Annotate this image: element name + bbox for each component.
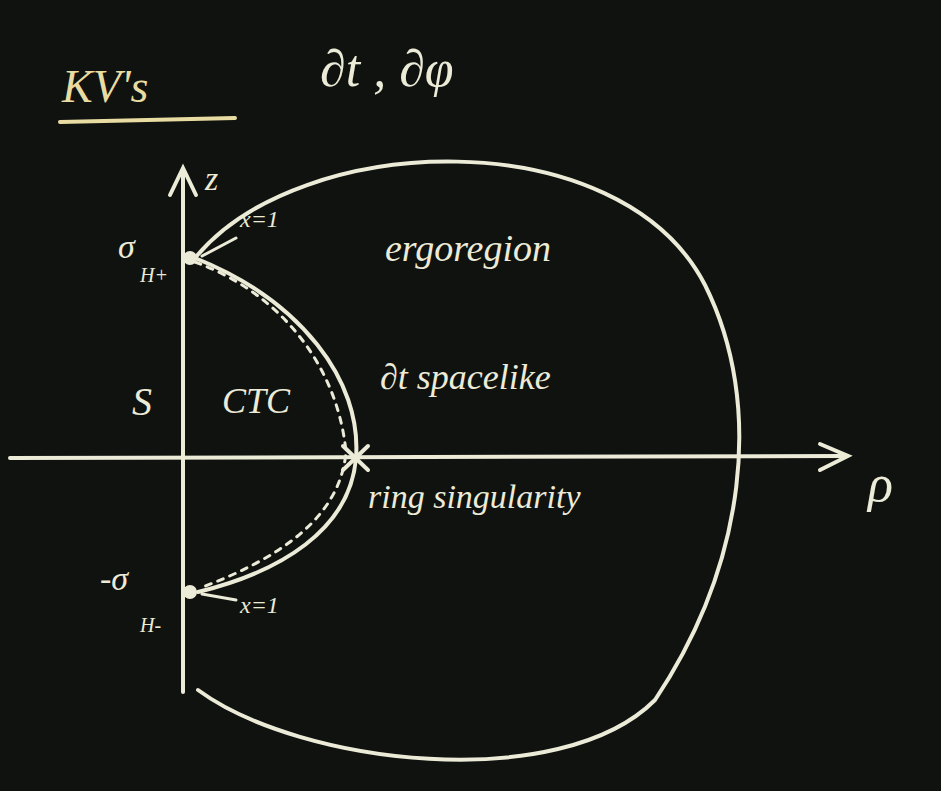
region-label: CTC [222, 382, 290, 422]
rho-axis [10, 456, 845, 458]
horizon-name: H+ [140, 264, 168, 286]
horizon-name: H- [140, 614, 161, 636]
board-heading: KV's [62, 62, 149, 113]
axis-label: z [205, 160, 218, 197]
vector-names: ∂t , ∂φ [320, 40, 454, 97]
singularity-cross [343, 446, 368, 470]
coordinate-value: x=1 [240, 592, 279, 618]
z-axis [181, 170, 185, 692]
axis-label: ρ [868, 455, 893, 512]
leader-line [202, 238, 236, 256]
point-marker [185, 587, 195, 597]
rho-arrowhead [820, 444, 848, 470]
title-underline [60, 118, 235, 122]
leader-line [202, 594, 236, 600]
inner-boundary [195, 258, 356, 592]
horizon-value: -σ [100, 560, 128, 597]
region-note: ∂t spacelike [380, 358, 551, 398]
horizon-value: σ [118, 228, 135, 265]
region-label: ergoregion [385, 228, 551, 270]
singularity-cross [343, 446, 368, 470]
singularity-label: ring singularity [368, 478, 581, 515]
coordinate-value: x=1 [240, 206, 279, 232]
dotted-boundary [195, 262, 346, 588]
region-label: S [132, 380, 152, 424]
z-arrowhead [170, 168, 196, 195]
outer-boundary [195, 162, 739, 760]
point-marker [185, 253, 195, 263]
